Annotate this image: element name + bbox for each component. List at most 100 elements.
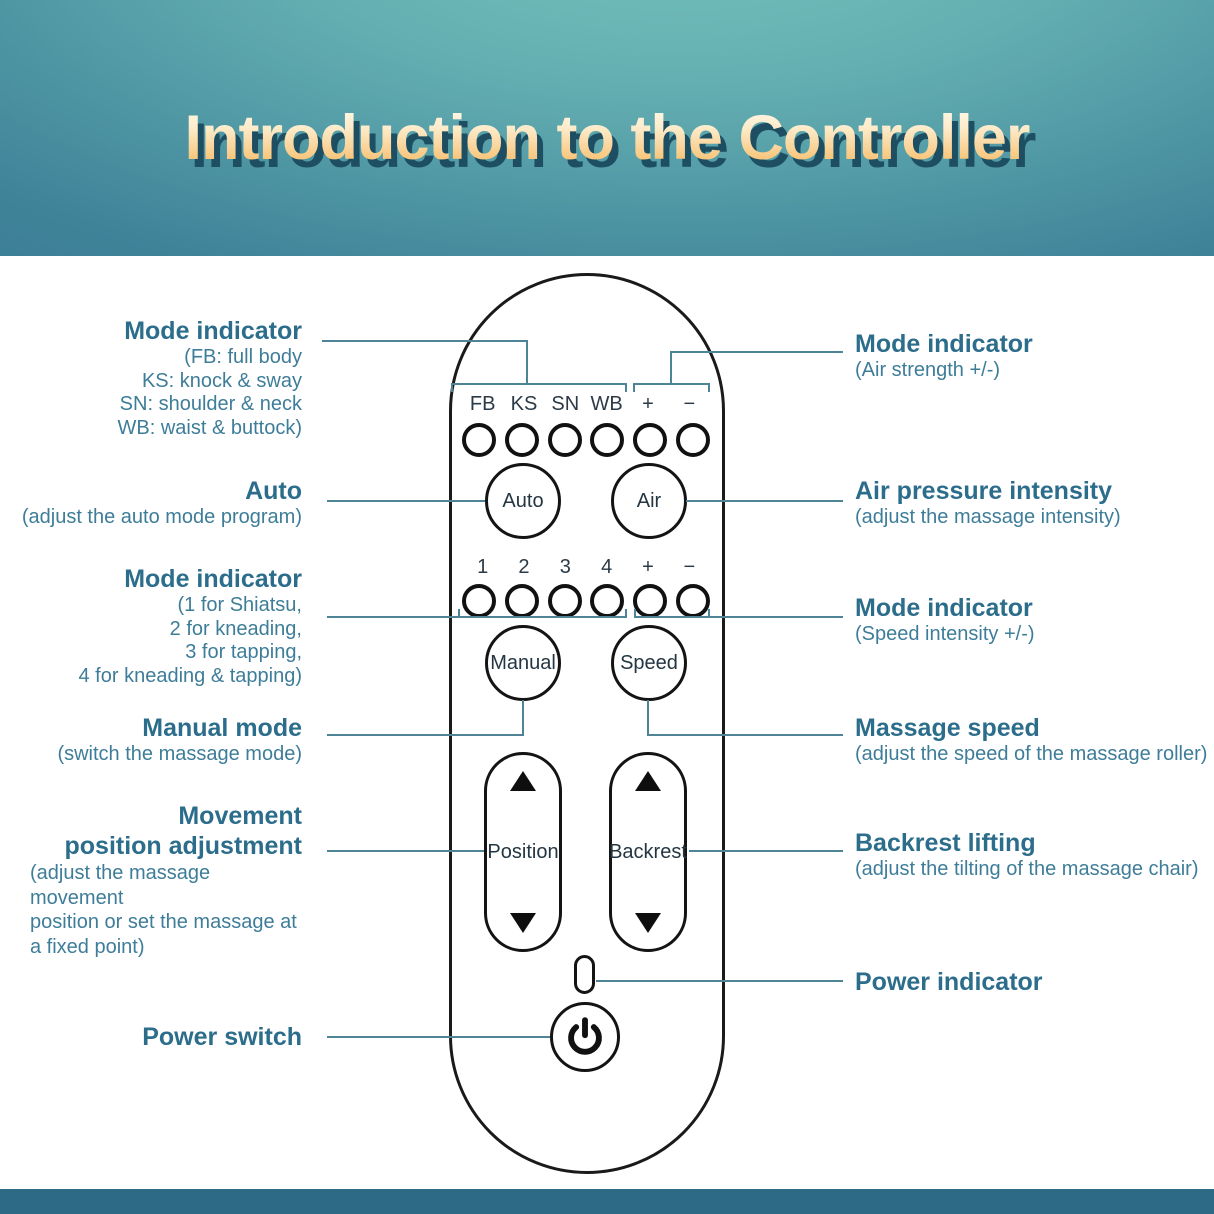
speed-button: Speed (611, 625, 687, 701)
callout-line (526, 340, 528, 385)
backrest-rocker: Backrest (609, 752, 687, 952)
mode-label-2: 2 (518, 556, 530, 578)
mode-label-sn: SN (551, 393, 580, 415)
label-auto: Auto (adjust the auto mode program) (22, 476, 302, 530)
led-row-top (462, 423, 710, 457)
callout-line (710, 616, 843, 618)
label-manual-mode: Manual mode (switch the massage mode) (57, 713, 302, 767)
position-rocker: Position (484, 752, 562, 952)
mode-label-row-top: FB KS SN WB + − (462, 392, 710, 416)
label-line: a fixed point) (30, 935, 145, 958)
mode-label-row-bottom: 1 2 3 4 + − (462, 555, 710, 579)
page-title-text: Introduction to the Controller (0, 102, 1214, 174)
label-line: position or set the massage at (30, 911, 297, 933)
label-mode-indicator-air: Mode indicator (Air strength +/-) (855, 329, 1033, 383)
header-banner: Introduction to the Controller Introduct… (0, 0, 1214, 256)
led-indicator (547, 584, 582, 618)
bracket (451, 383, 627, 392)
callout-line (327, 734, 524, 736)
down-arrow-icon (510, 913, 536, 933)
label-heading: Mode indicator (855, 330, 1033, 358)
label-line: WB: waist & buttock) (117, 416, 303, 439)
manual-button: Manual (485, 625, 561, 701)
mode-label-ks: KS (510, 393, 538, 415)
label-line: SN: shoulder & neck (119, 393, 302, 415)
page-title: Introduction to the Controller Introduct… (0, 102, 1214, 194)
air-button: Air (611, 463, 687, 539)
label-mode-indicator-speed: Mode indicator (Speed intensity +/-) (855, 593, 1035, 647)
callout-line (647, 700, 649, 736)
label-heading: Mode indicator (124, 317, 302, 345)
mode-label-minus: − (683, 556, 696, 578)
auto-button: Auto (485, 463, 561, 539)
callout-line (670, 351, 843, 353)
callout-line (327, 1036, 550, 1038)
bracket (634, 609, 710, 618)
label-mode-indicator-numbers: Mode indicator (1 for Shiatsu, 2 for kne… (79, 564, 303, 688)
callout-line (327, 616, 458, 618)
label-line: (adjust the speed of the massage roller) (855, 743, 1208, 765)
mode-label-wb: WB (590, 393, 623, 415)
label-line: 2 for kneading, (169, 617, 302, 640)
label-heading: Mode indicator (124, 565, 302, 593)
label-heading: Power switch (142, 1023, 302, 1051)
label-line: (Speed intensity +/-) (855, 623, 1035, 645)
label-line: (Air strength +/-) (855, 359, 1001, 381)
led-indicator (504, 423, 539, 457)
manual-button-label: Manual (490, 651, 556, 674)
label-line: KS: knock & sway (141, 369, 302, 392)
callout-line (670, 352, 672, 385)
label-heading: Power indicator (855, 968, 1043, 996)
label-line: (1 for Shiatsu, (177, 594, 302, 616)
label-backrest-lifting: Backrest lifting (adjust the tilting of … (855, 828, 1199, 882)
label-heading: position adjustment (64, 832, 303, 860)
label-heading: Backrest lifting (855, 829, 1036, 857)
led-indicator (590, 423, 625, 457)
label-heading: Air pressure intensity (855, 477, 1113, 505)
up-arrow-icon (635, 771, 661, 791)
led-indicator (675, 423, 710, 457)
power-icon (568, 1017, 602, 1055)
callout-line (322, 340, 528, 342)
label-line: (switch the massage mode) (57, 743, 302, 765)
page-title-shadow: Introduction to the Controller (6, 110, 1214, 182)
label-heading: Mode indicator (855, 594, 1033, 622)
label-mode-indicator-modes: Mode indicator (FB: full body KS: knock … (118, 316, 303, 440)
label-line: (adjust the massage movement (30, 862, 211, 909)
power-button (550, 1002, 620, 1072)
auto-button-label: Auto (502, 489, 544, 512)
up-arrow-icon (510, 771, 536, 791)
label-line: (adjust the massage intensity) (855, 506, 1121, 528)
led-indicator (547, 423, 582, 457)
power-indicator-led (574, 955, 595, 994)
mode-label-3: 3 (559, 556, 571, 578)
backrest-rocker-label: Backrest (609, 840, 687, 863)
led-indicator (462, 423, 496, 457)
callout-line (327, 850, 484, 852)
label-line: (adjust the auto mode program) (21, 506, 302, 528)
bracket (458, 609, 627, 618)
label-power-switch: Power switch (142, 1022, 302, 1052)
callout-line (522, 700, 524, 736)
mode-label-plus: + (642, 556, 654, 578)
label-heading: Manual mode (142, 714, 302, 742)
label-heading: Movement (178, 802, 302, 830)
mode-label-minus: − (683, 393, 696, 415)
led-indicator (633, 423, 668, 457)
callout-line (689, 850, 843, 852)
mode-label-4: 4 (601, 556, 613, 578)
label-line: (FB: full body (184, 346, 302, 368)
callout-line (647, 734, 843, 736)
position-rocker-label: Position (487, 840, 559, 863)
label-heading: Auto (245, 477, 302, 505)
label-power-indicator: Power indicator (855, 967, 1043, 997)
label-line: 3 for tapping, (185, 641, 302, 663)
label-line: (adjust the tilting of the massage chair… (855, 858, 1199, 880)
bottom-bar (0, 1189, 1214, 1214)
label-heading: Massage speed (855, 714, 1040, 742)
mode-label-plus: + (642, 393, 654, 415)
air-button-label: Air (636, 489, 662, 512)
callout-line (686, 500, 843, 502)
speed-button-label: Speed (620, 651, 678, 674)
